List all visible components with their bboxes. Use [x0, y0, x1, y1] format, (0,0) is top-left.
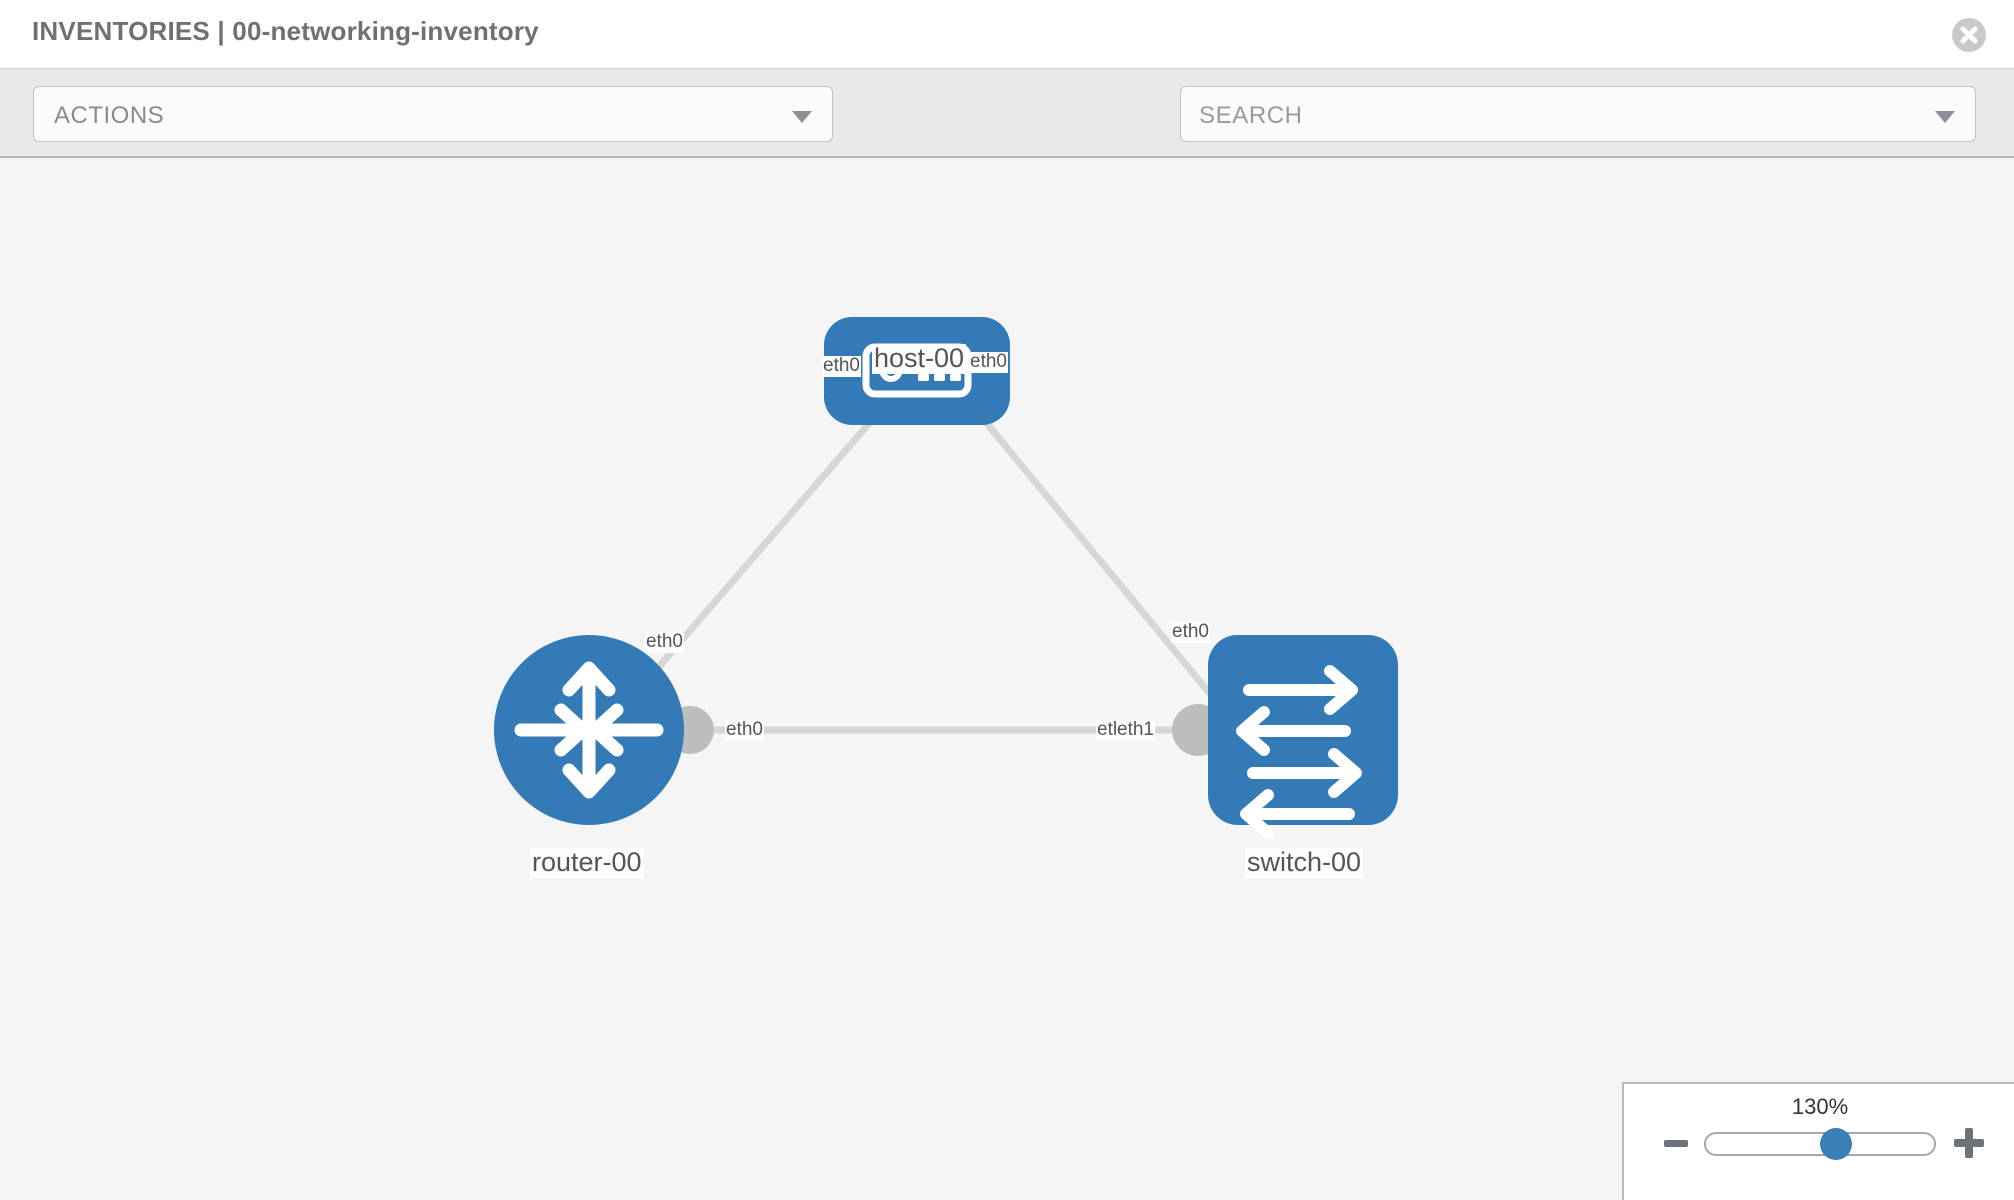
chevron-down-icon [792, 111, 812, 123]
iface-label-host-eth0-right: eth0 [969, 351, 1008, 373]
zoom-level-label: 130% [1791, 1094, 1849, 1119]
topology-canvas[interactable]: host-00 router-00 switch-00 eth0 eth0 et… [0, 158, 2014, 1200]
switch-arrows-icon [1236, 665, 1362, 839]
node-label-host-00: host-00 [872, 343, 967, 374]
search-input[interactable]: SEARCH [1180, 86, 1976, 142]
iface-label-router-eth0-east: eth0 [725, 719, 764, 741]
close-icon[interactable] [1952, 18, 1986, 52]
iface-label-host-eth0-left: eth0 [822, 355, 861, 377]
minus-icon[interactable] [1664, 1140, 1688, 1147]
toolbar: ACTIONS SEARCH [0, 68, 2014, 198]
router-arrows-icon [514, 661, 664, 799]
node-label-router-00: router-00 [530, 847, 644, 878]
page-header: INVENTORIES | 00-networking-inventory [0, 0, 2014, 68]
page-title: INVENTORIES | 00-networking-inventory [32, 16, 539, 46]
actions-dropdown-label: ACTIONS [54, 102, 165, 129]
node-router-00[interactable] [494, 635, 684, 825]
search-chevron-down-icon[interactable] [1935, 111, 1955, 123]
link-host-switch [957, 388, 1243, 733]
iface-label-switch-eth0-uplink: eth0 [1171, 621, 1210, 643]
zoom-slider-thumb[interactable] [1820, 1128, 1852, 1160]
iface-label-switch-eth1: eth1 [1116, 719, 1155, 741]
search-placeholder-label: SEARCH [1199, 102, 1303, 129]
actions-dropdown[interactable]: ACTIONS [33, 86, 833, 142]
plus-icon[interactable] [1954, 1128, 1984, 1158]
node-switch-00[interactable] [1208, 635, 1398, 839]
topology-graph [494, 317, 1398, 839]
link-layer [597, 388, 1243, 738]
iface-label-router-eth0-uplink: eth0 [645, 631, 684, 653]
node-label-switch-00: switch-00 [1245, 847, 1364, 878]
zoom-control-panel: 130% [1622, 1082, 2014, 1200]
